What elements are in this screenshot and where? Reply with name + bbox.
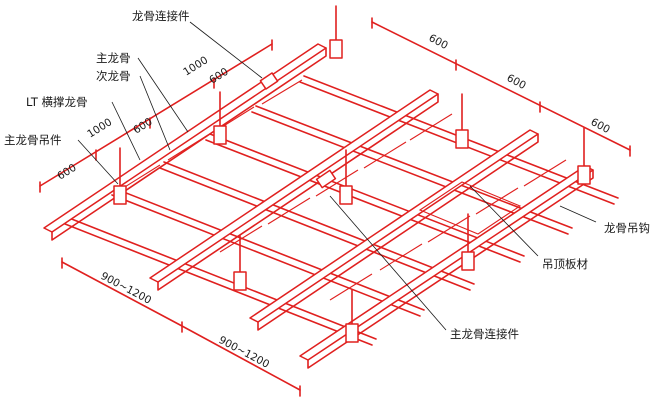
label-main-keel: 主龙骨 <box>96 51 131 65</box>
label-lt-brace: LT 横撑龙骨 <box>26 95 88 109</box>
ceiling-board <box>418 181 522 235</box>
label-main-connector-top: 龙骨连接件 <box>132 9 190 23</box>
dim-left-600-upper: 600 <box>207 66 230 87</box>
hanger-rods <box>119 5 585 335</box>
hanger-brackets <box>113 39 591 343</box>
secondary-keels <box>59 75 619 346</box>
main-keels <box>43 43 594 369</box>
dim-top-right-1: 600 <box>427 32 450 52</box>
dim-left-1000-upper: 1000 <box>181 54 210 78</box>
dim-left-1000-lower: 1000 <box>85 116 114 140</box>
dim-bottom-span-1: 900~1200 <box>99 270 154 307</box>
lt-braces <box>119 79 567 301</box>
dim-top-right-3: 600 <box>589 116 612 136</box>
label-keel-hook: 龙骨吊钩 <box>604 221 650 235</box>
label-ceiling-board: 吊顶板材 <box>542 257 588 271</box>
label-main-connector-bottom: 主龙骨连接件 <box>450 327 519 341</box>
dim-bottom-span-2: 900~1200 <box>217 334 272 371</box>
label-main-hanger: 主龙骨吊件 <box>4 133 62 147</box>
connectors <box>259 72 337 189</box>
leader-lines <box>77 21 597 331</box>
label-secondary-keel: 次龙骨 <box>96 69 131 83</box>
